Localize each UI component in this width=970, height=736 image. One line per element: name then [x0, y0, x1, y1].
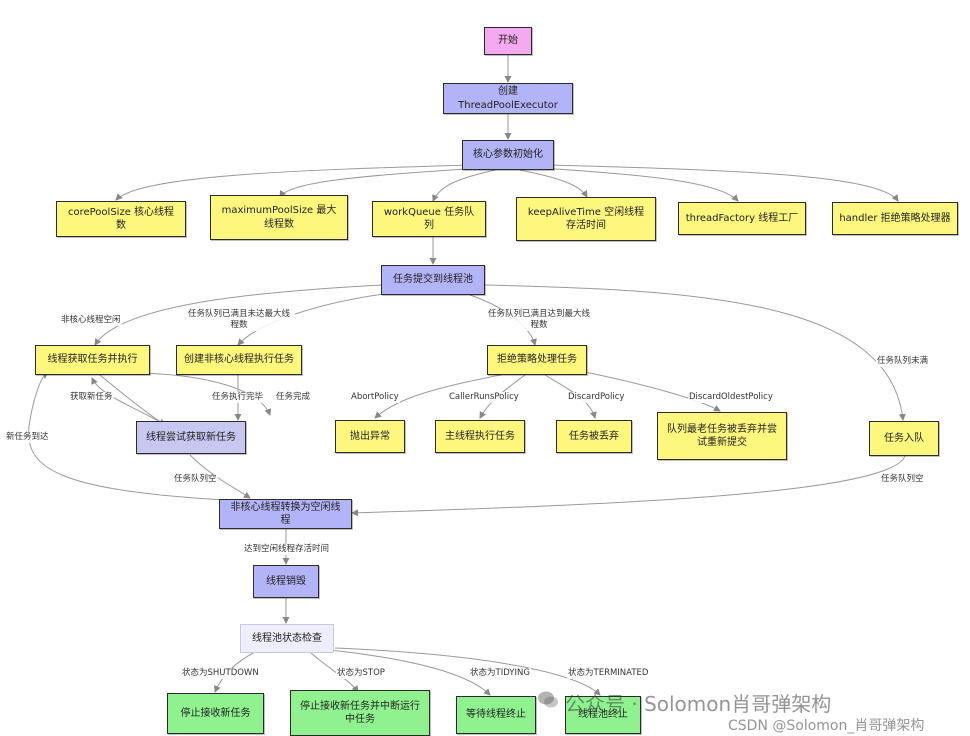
create-executor-node: 创建 ThreadPoolExecutor — [443, 83, 573, 114]
stop-interrupt-node: 停止接收新任务并中断运行中任务 — [290, 690, 430, 736]
edge-init-max — [279, 167, 481, 198]
reject-strategy-node: 拒绝策略处理任务 — [487, 345, 587, 375]
enqueue-node: 任务入队 — [869, 421, 939, 456]
edge-submit-enqueue — [484, 284, 906, 421]
keep-alive-node: keepAliveTime 空闲线程存活时间 — [516, 197, 656, 241]
label-queue-empty-left: 任务队列空 — [173, 474, 218, 486]
label-state-tidying: 状态为TIDYING — [469, 668, 531, 680]
wait-terminate-node: 等待线程终止 — [456, 696, 536, 734]
label-queue-not-full: 任务队列未满 — [876, 356, 930, 368]
label-new-task-arrive: 新任务到达 — [5, 432, 50, 444]
edge-try-fetch — [91, 377, 161, 423]
edge-fetch-taskdone — [139, 372, 272, 416]
core-pool-size-node: corePoolSize 核心线程数 — [56, 201, 186, 237]
edge-reject-oldest — [574, 369, 721, 412]
abort-exception-node: 抛出异常 — [335, 420, 405, 453]
edge-init-keepalive — [519, 169, 588, 198]
label-task-complete: 任务完成 — [275, 392, 312, 404]
label-queue-full-below-max: 任务队列已满且未达最大线程数 — [183, 309, 295, 332]
wechat-logo-icon — [538, 691, 558, 708]
try-fetch-node: 线程尝试获取新任务 — [136, 421, 246, 454]
edge-submit-noncore — [237, 291, 401, 346]
label-task-done-exec: 任务执行完毕 — [211, 392, 265, 404]
max-pool-size-node: maximumPoolSize 最大线程数 — [210, 195, 348, 240]
label-get-new-task: 获取新任务 — [69, 392, 114, 404]
label-abort-policy: AbortPolicy — [350, 392, 400, 404]
thread-factory-node: threadFactory 线程工厂 — [678, 202, 806, 235]
edge-init-queue — [432, 169, 496, 202]
pool-terminated-node: 线程池终止 — [565, 696, 641, 734]
init-params-node: 核心参数初始化 — [462, 140, 554, 170]
pool-state-check-node: 线程池状态检查 — [240, 624, 334, 653]
edge-init-factory — [539, 167, 739, 202]
discard-oldest-node: 队列最老任务被丢弃并尝试重新提交 — [657, 412, 787, 460]
thread-destroy-node: 线程销毁 — [253, 565, 319, 598]
edge-submit-fetch — [94, 284, 383, 346]
noncore-to-idle-node: 非核心线程转换为空闲线程 — [219, 499, 352, 529]
csdn-watermark: CSDN @Solomon_肖哥弹架构 — [728, 718, 925, 734]
stop-accept-node: 停止接收新任务 — [167, 693, 264, 734]
label-state-stop: 状态为STOP — [336, 668, 386, 680]
label-queue-empty-right: 任务队列空 — [880, 474, 925, 486]
edge-check-tidying — [329, 649, 491, 696]
label-state-terminated: 状态为TERMINATED — [567, 668, 650, 680]
work-queue-node: workQueue 任务队列 — [372, 201, 486, 237]
create-noncore-node: 创建非核心线程执行任务 — [176, 345, 302, 375]
label-reach-idle-time: 达到空闲线程存活时间 — [243, 544, 331, 556]
caller-runs-node: 主线程执行任务 — [435, 420, 525, 453]
label-discard-oldest-policy: DiscardOldestPolicy — [688, 392, 774, 404]
label-caller-runs-policy: CallerRunsPolicy — [448, 392, 520, 404]
edge-idle-fetch — [28, 371, 226, 501]
wechat-watermark: 公众号 · Solomon肖哥弹架构 — [565, 692, 832, 716]
edge-try-idle — [189, 454, 251, 499]
label-core-idle: 非核心线程空闲 — [60, 315, 122, 327]
label-queue-full-at-max: 任务队列已满且达到最大线程数 — [483, 309, 595, 332]
submit-task-node: 任务提交到线程池 — [381, 265, 485, 295]
edge-enqueue-idle — [351, 455, 906, 517]
label-discard-policy: DiscardPolicy — [567, 392, 626, 404]
discard-node: 任务被丢弃 — [556, 420, 632, 453]
edge-init-handler — [547, 164, 899, 202]
label-state-shutdown: 状态为SHUTDOWN — [181, 668, 260, 680]
edge-init-core — [115, 164, 471, 201]
edge-reject-abort — [374, 372, 511, 419]
handler-node: handler 拒绝策略处理器 — [832, 202, 958, 235]
edge-check-terminated — [334, 647, 601, 696]
start-node: 开始 — [484, 27, 532, 55]
fetch-execute-node: 线程获取任务并执行 — [35, 345, 150, 375]
